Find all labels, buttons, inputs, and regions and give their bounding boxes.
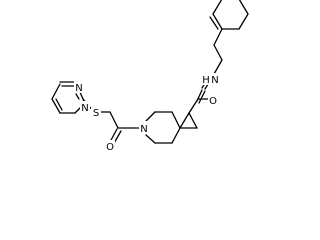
pyrimidine-nitrogen-top: N — [74, 81, 84, 94]
atom-label-n: N — [140, 124, 147, 135]
amide-nitrogen: H N — [201, 73, 220, 86]
bond-layer — [51, 0, 249, 146]
amide-oxygen: O — [208, 94, 218, 107]
atom-label-h: H — [202, 75, 210, 86]
atom-label-n: N — [75, 83, 82, 94]
atom-label-o: O — [106, 142, 114, 153]
atom-label-o: O — [209, 96, 217, 107]
atom-label-layer: N N S O N H N O — [74, 73, 220, 153]
atom-label-s: S — [93, 108, 99, 119]
cyclopropane-ring — [179, 112, 198, 129]
piperidine-ring — [145, 111, 181, 144]
atom-label-n: N — [81, 103, 88, 114]
piperidine-nitrogen: N — [139, 121, 149, 135]
pyrimidine-nitrogen-bottom: N — [80, 101, 90, 114]
ethyl-linker — [213, 28, 223, 75]
molecule-structure-diagram: N N S O N H N O — [51, 0, 249, 153]
cyclohexene-ring — [209, 0, 249, 30]
atom-label-n: N — [211, 75, 218, 86]
thioacetyl-linker — [82, 98, 140, 146]
ketone-oxygen: O — [105, 140, 115, 153]
thioether-sulfur: S — [91, 106, 101, 119]
